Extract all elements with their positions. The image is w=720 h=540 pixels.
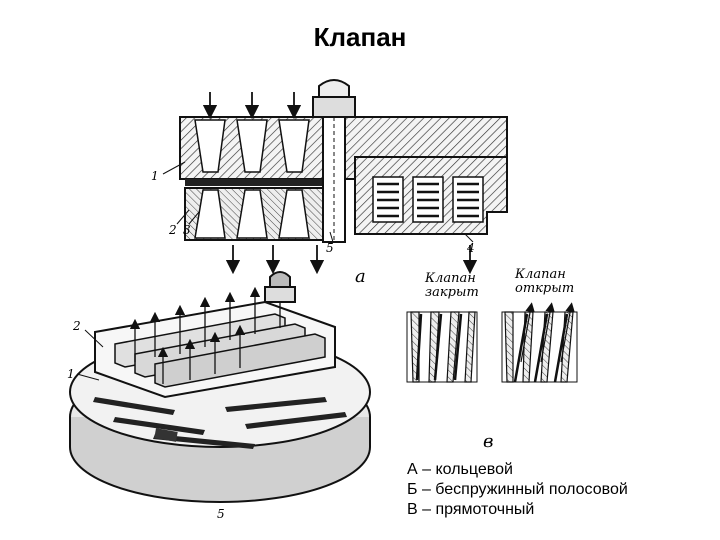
label-1-bottom: 1 — [67, 367, 75, 381]
valve-figure: 1 2 3 5 4 а — [67, 79, 578, 521]
inlet-arrows — [202, 92, 302, 120]
label-2-bottom: 2 — [72, 319, 81, 333]
label-5-top: 5 — [326, 241, 334, 255]
state-closed-line1: Клапан — [424, 271, 476, 286]
section-a-cross-section: 1 2 3 5 4 а — [151, 79, 508, 287]
legend-item-a: А – кольцевой — [407, 461, 513, 478]
spring-coils — [377, 182, 479, 218]
flow-arrows-up — [129, 284, 286, 384]
label-v: в — [483, 431, 493, 452]
state-open-line2: открыт — [515, 281, 574, 296]
section-v-direct-flow: Клапан закрыт Клапан открыт — [406, 267, 578, 452]
open-valve-block — [501, 302, 578, 383]
closed-valve-block — [406, 311, 478, 383]
label-1-top: 1 — [151, 169, 159, 183]
label-3-top: 3 — [183, 223, 191, 237]
valve-plate — [185, 179, 325, 186]
page-title: Клапан — [313, 22, 407, 52]
legend-item-v: В – прямоточный — [407, 501, 535, 518]
label-4-top: 4 — [466, 241, 475, 255]
label-2-top: 2 — [168, 223, 177, 237]
legend-item-b: Б – беспружинный полосовой — [407, 481, 628, 498]
outlet-arrows — [225, 245, 478, 275]
nut — [312, 96, 356, 118]
state-closed-line2: закрыт — [425, 285, 479, 300]
state-open-line1: Клапан — [514, 267, 566, 282]
label-5-bottom: 5 — [217, 507, 225, 521]
legend: А – кольцевой Б – беспружинный полосовой… — [407, 460, 628, 520]
label-a: а — [355, 266, 366, 287]
section-b-strip-valve: 2 1 5 — [67, 271, 371, 521]
